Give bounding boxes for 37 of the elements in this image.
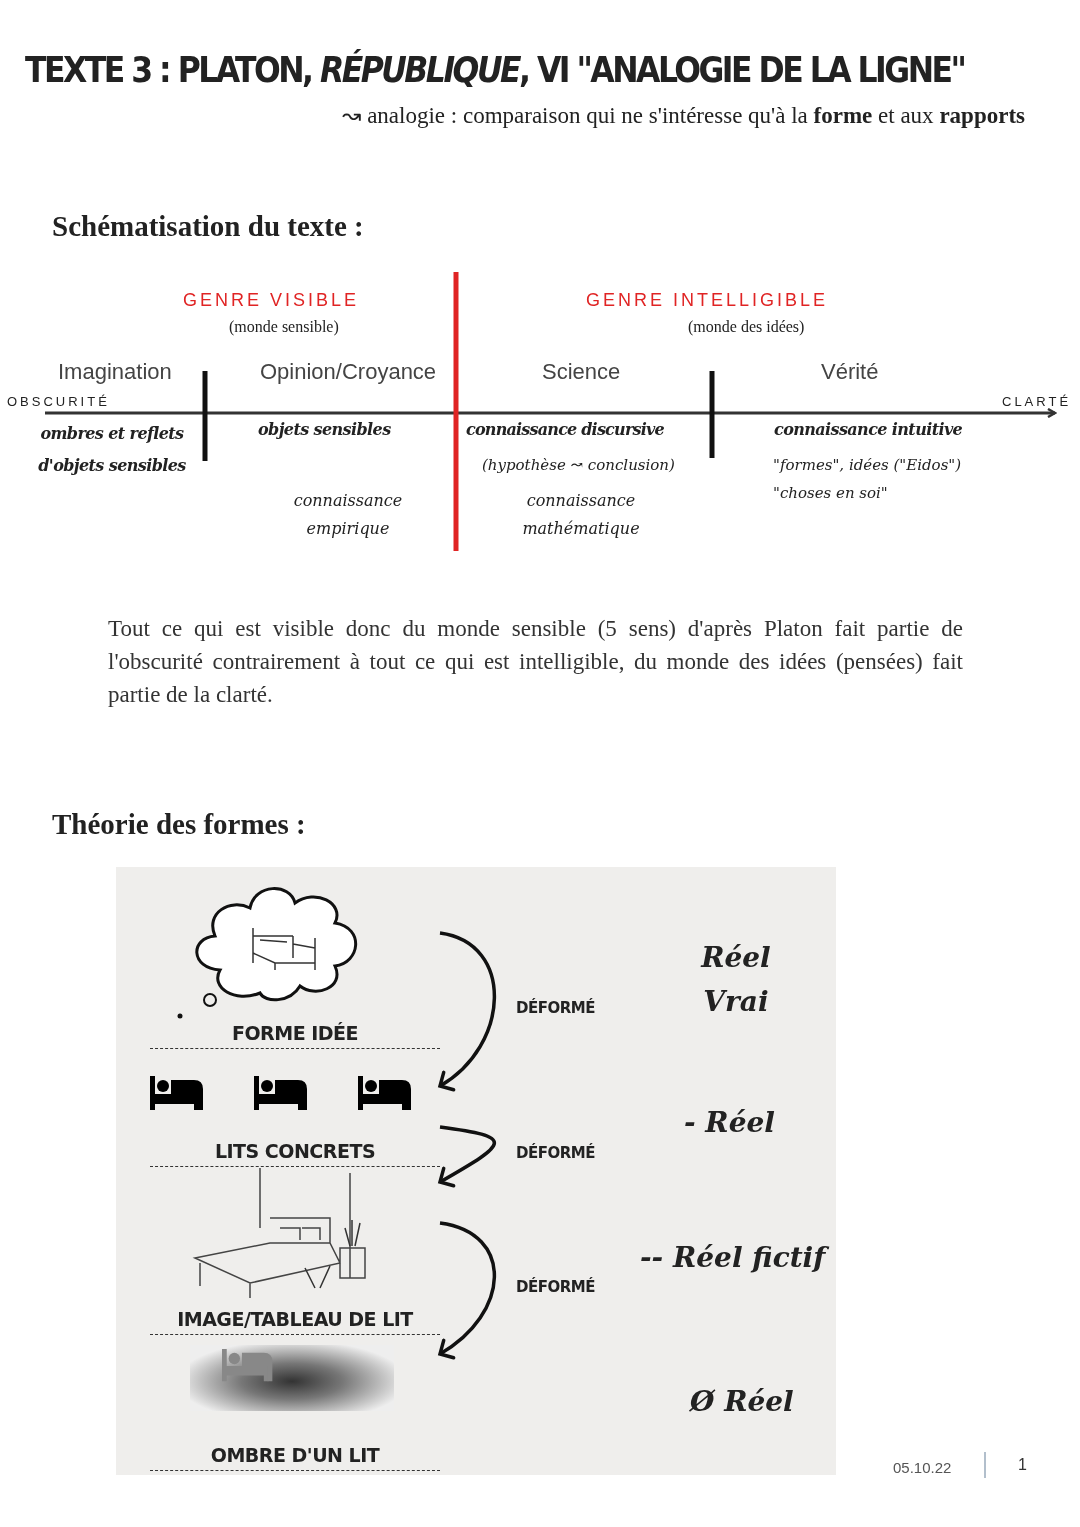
section-caption: FORME IDÉE xyxy=(231,1022,359,1044)
section-heading: Théorie des formes : xyxy=(52,808,306,841)
axis-label: CLARTÉ xyxy=(1002,394,1072,409)
section-caption: OMBRE D'UN LIT xyxy=(210,1444,380,1466)
group-heading: GENRE INTELLIGIBLE xyxy=(586,290,829,311)
date-text: 05.10.22 xyxy=(893,1459,952,1476)
side-note: - Réel xyxy=(684,1106,775,1139)
figure-section xyxy=(150,1168,440,1335)
object-label: connaissance intuitive xyxy=(774,420,963,439)
side-note: Ø Réel xyxy=(690,1385,794,1418)
note-text: "choses en soi" xyxy=(773,484,888,502)
group-subheading: (monde sensible) xyxy=(229,318,339,336)
note-text: connaissance empirique xyxy=(292,490,404,540)
page-number: 1 xyxy=(1018,1456,1027,1474)
level-name: Vérité xyxy=(821,359,879,385)
subtitle: ↝ analogie : comparaison qui ne s'intéresse qu'à la forme et aux rapports xyxy=(342,102,1025,129)
section-caption: LITS CONCRETS xyxy=(214,1140,376,1162)
group-heading: GENRE VISIBLE xyxy=(183,290,360,311)
group-subheading: (monde des idées) xyxy=(688,318,805,336)
curved-arrow xyxy=(438,1125,497,1188)
axis-label: OBSCURITÉ xyxy=(7,394,110,409)
section-caption: IMAGE/TABLEAU DE LIT xyxy=(177,1308,413,1330)
section-heading: Schématisation du texte : xyxy=(52,210,364,243)
curved-arrow xyxy=(438,1221,497,1359)
note-text: "formes", idées ("Eidos") xyxy=(773,456,962,474)
level-name: Opinion/Croyance xyxy=(260,359,437,385)
page-title: TEXTE 3 : PLATON, RÉPUBLIQUE, VI "ANALOGIE DE LA LIGNE" xyxy=(25,50,966,90)
paragraph: Tout ce qui est visible donc du monde sensible (5 sens) d'après Platon fait partie de l'obscurité contrairement à tout ce qui est intelligible, du monde des idées (pensées) fait partie de la clarté. xyxy=(108,615,963,709)
object-label: objets sensibles xyxy=(258,420,391,439)
object-label: connaissance discursive xyxy=(466,420,664,439)
side-note: Réel Vrai xyxy=(699,940,772,1020)
object-label: ombres et reflets d'objets sensibles xyxy=(37,423,187,477)
curved-arrow xyxy=(438,931,496,1091)
level-name: Imagination xyxy=(58,359,172,385)
note-text: (hypothèse ↝ conclusion) xyxy=(482,456,675,474)
note-text: connaissance mathématique xyxy=(521,490,641,540)
level-name: Science xyxy=(542,359,621,385)
